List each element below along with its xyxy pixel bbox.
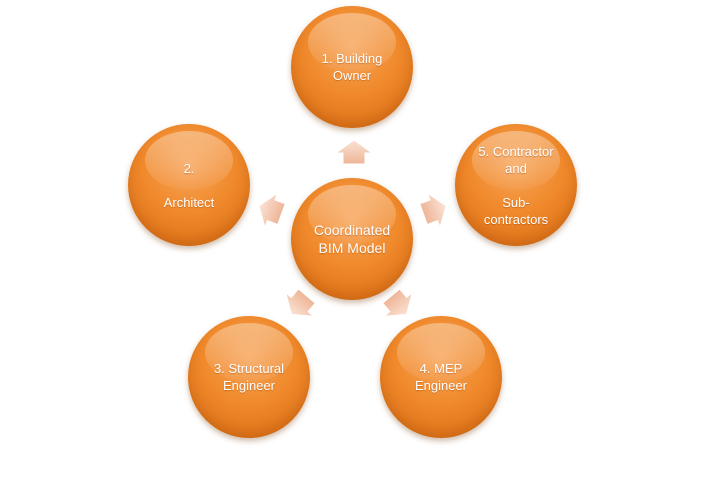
node-building-owner: 1. Building Owner	[291, 6, 413, 128]
node-contractor: 5. Contractor and Sub- contractors	[455, 124, 577, 246]
node-structural-engineer: 3. Structural Engineer	[188, 316, 310, 438]
node-label-center: Coordinated BIM Model	[313, 222, 391, 256]
arrow-to-architect	[258, 192, 286, 229]
node-label-contractor: 5. Contractor and Sub- contractors	[478, 143, 554, 227]
node-label-architect: 2. Architect	[163, 160, 215, 210]
node-label-building-owner: 1. Building Owner	[321, 51, 383, 83]
node-coordinated-bim-model: Coordinated BIM Model	[291, 178, 413, 300]
arrow-to-structural-engineer	[285, 288, 316, 317]
node-label-mep-engineer: 4. MEP Engineer	[414, 361, 468, 393]
arrow-to-mep-engineer	[382, 288, 413, 317]
arrow-to-building-owner	[334, 139, 374, 165]
node-architect: 2. Architect	[128, 124, 250, 246]
node-mep-engineer: 4. MEP Engineer	[380, 316, 502, 438]
node-label-structural-engineer: 3. Structural Engineer	[213, 361, 285, 393]
arrow-to-contractor	[419, 192, 447, 229]
